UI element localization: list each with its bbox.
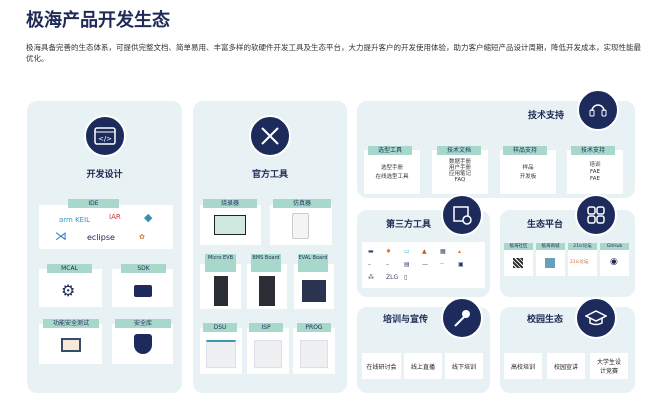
support-line: 培训 — [589, 162, 601, 168]
sdk-label: SDK — [121, 264, 166, 273]
gear-icon: ⚙ — [61, 281, 76, 300]
settings-tool-icon — [441, 194, 483, 236]
panel-title: 第三方工具 — [386, 220, 432, 230]
support-label: 技术文档 — [437, 146, 481, 155]
campus-item[interactable]: 大学生设计竞赛 — [590, 353, 628, 379]
mcal-card[interactable]: ⚙ — [39, 269, 102, 307]
code-icon: </> — [84, 115, 126, 157]
tool-label: Micro EVB — [205, 254, 236, 272]
support-line: 数据手册 — [448, 159, 471, 165]
21ic-logo: 21ic论坛 — [570, 260, 589, 265]
github-icon: ◉ — [610, 257, 618, 267]
eco-card-mall[interactable] — [536, 248, 565, 276]
eco-label: 极海商城 — [536, 243, 565, 250]
tool-label: DSU — [203, 323, 237, 332]
tool-label: 仿真器 — [273, 199, 331, 208]
support-line: 应用笔记 — [448, 171, 471, 177]
eco-label: GitHub — [600, 243, 629, 250]
iar-logo: IAR — [109, 213, 121, 221]
panel-title: 开发设计 — [86, 170, 123, 180]
training-item[interactable]: 线上直播 — [404, 353, 442, 379]
support-line: 用户手册 — [448, 165, 471, 171]
graduation-cap-icon — [575, 297, 617, 339]
eco-card-community[interactable] — [504, 248, 533, 276]
safety-lib-label: 安全库 — [115, 319, 171, 328]
sdk-card[interactable] — [112, 269, 173, 307]
support-line: FAE — [590, 176, 600, 182]
platformio-icon: ◆ — [144, 211, 153, 224]
campus-item[interactable]: 校园宣讲 — [547, 353, 585, 379]
training-item[interactable]: 在线研讨会 — [362, 353, 401, 379]
panel-dev-design: </> 开发设计 arm KEIL IAR ◆ ⋊ eclipse ✿ IDE … — [27, 101, 182, 393]
campus-item[interactable]: 高校培训 — [504, 353, 542, 379]
panel-title: 校园生态 — [527, 315, 564, 325]
safety-test-label: 功能安全测试 — [43, 319, 99, 328]
headset-icon — [577, 89, 619, 131]
tool-card-prog[interactable] — [293, 328, 335, 374]
panel-title: 培训与宣传 — [383, 315, 429, 325]
panel-title: 官方工具 — [251, 170, 288, 180]
support-label: 技术支持 — [571, 146, 615, 155]
ide-label: IDE — [68, 199, 119, 208]
support-line: 样品 — [522, 165, 534, 171]
tool-label: EVAL Board — [298, 254, 328, 272]
training-item[interactable]: 线下培训 — [445, 353, 483, 379]
tool-card-emulator[interactable] — [270, 205, 332, 245]
support-card[interactable]: 选型手册在线选型工具 — [364, 150, 420, 194]
grid-apps-icon — [575, 194, 617, 236]
tool-card-dsu[interactable] — [200, 328, 242, 374]
safety-test-card[interactable] — [39, 324, 102, 364]
eco-label: 极海社区 — [504, 243, 533, 250]
support-label: 选型工具 — [368, 146, 412, 155]
support-line: FAQ — [454, 177, 466, 183]
third-party-logos[interactable]: ▬✸▭▲▦▴ ––▤—··▣ ⁂ZLG▯ — [362, 242, 485, 288]
folder-icon — [134, 285, 152, 297]
safety-lib-card[interactable] — [112, 324, 173, 364]
eco-label: 21ic论坛 — [568, 243, 597, 250]
laptop-icon — [61, 338, 81, 352]
ide-card[interactable]: arm KEIL IAR ◆ ⋊ eclipse ✿ — [39, 205, 173, 249]
panel-title: 技术支持 — [528, 111, 565, 121]
mcal-label: MCAL — [47, 264, 92, 273]
eclipse-logo: eclipse — [87, 233, 115, 242]
keil-logo: arm KEIL — [59, 216, 91, 224]
tool-label: ISP — [249, 323, 283, 332]
microphone-icon — [441, 297, 483, 339]
tool-label: BMS Board — [251, 254, 281, 272]
support-line: 选型手册 — [380, 165, 403, 171]
svg-text:</>: </> — [98, 135, 112, 143]
tools-icon — [249, 115, 291, 157]
vscode-icon: ⋊ — [55, 229, 67, 243]
eco-card-github[interactable]: ◉ — [600, 248, 629, 276]
support-line: 开发板 — [519, 174, 537, 180]
shield-icon — [134, 334, 152, 354]
eco-card-21ic[interactable]: 21ic论坛 — [568, 248, 597, 276]
support-line: 在线选型工具 — [375, 174, 409, 180]
page-title: 极海产品开发生态 — [26, 10, 170, 31]
support-card[interactable]: 样品开发板 — [500, 150, 556, 194]
support-line: FAE — [590, 169, 600, 175]
tool-card-isp[interactable] — [247, 328, 289, 374]
tool-label: 烧录器 — [203, 199, 257, 208]
tool-logo: ✿ — [139, 233, 145, 241]
support-label: 样品支持 — [503, 146, 547, 155]
tool-label: PROG — [297, 323, 331, 332]
panel-title: 生态平台 — [527, 220, 564, 230]
tool-card-programmer[interactable] — [200, 205, 261, 245]
panel-official-tools: 官方工具 烧录器 仿真器 Micro EVB BMS Board EVAL Bo… — [193, 101, 347, 393]
page-description: 极海具备完善的生态体系，可提供完整文档、简单易用、丰富多样的软硬件开发工具及生态… — [26, 43, 641, 63]
